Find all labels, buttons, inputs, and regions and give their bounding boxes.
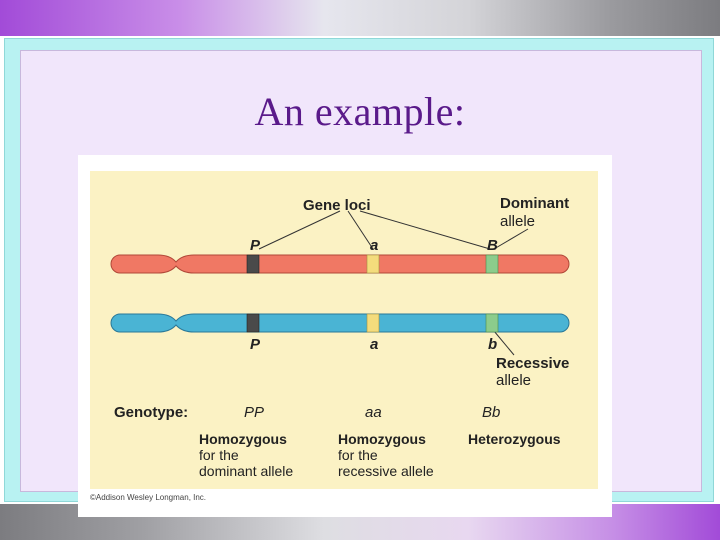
- bottom-allele-P: P: [250, 336, 261, 353]
- slide-title: An example:: [254, 89, 466, 134]
- top-gradient-band: [0, 0, 720, 36]
- chromosome-diagram: Gene loci Dominant allele P a B P a b Re…: [90, 171, 598, 502]
- top-allele-B: B: [487, 237, 498, 254]
- recessive-label-line2: allele: [496, 372, 531, 389]
- bottom-chromosome: [110, 313, 570, 333]
- dominant-label-line2: allele: [500, 213, 535, 230]
- description-PP-line3: dominant allele: [199, 463, 293, 479]
- dominant-label-line1: Dominant: [500, 195, 569, 212]
- top-locus-a: [366, 254, 380, 274]
- top-allele-P: P: [250, 237, 261, 254]
- top-locus-P: [246, 254, 260, 274]
- genotype-Bb: Bb: [482, 404, 500, 421]
- top-chromosome: [110, 254, 570, 274]
- top-allele-a: a: [370, 237, 378, 254]
- pointer-line-a: [347, 210, 374, 250]
- gene-loci-label: Gene loci: [303, 197, 371, 214]
- genetics-figure: Gene loci Dominant allele P a B P a b Re…: [78, 155, 612, 517]
- recessive-label-line1: Recessive: [496, 355, 569, 372]
- description-Bb-line1: Heterozygous: [468, 431, 561, 447]
- description-PP-line2: for the: [199, 447, 239, 463]
- bottom-locus-P: [246, 313, 260, 333]
- bottom-allele-b: b: [488, 336, 497, 353]
- genotype-label: Genotype:: [114, 404, 188, 421]
- genotype-PP: PP: [244, 404, 264, 421]
- description-PP-line1: Homozygous: [199, 431, 287, 447]
- gene-loci-pointer-lines: [258, 210, 529, 356]
- pointer-line-B: [359, 210, 491, 250]
- pointer-line-dominant: [493, 228, 529, 250]
- bottom-locus-b: [485, 313, 499, 333]
- bottom-locus-a: [366, 313, 380, 333]
- top-chromosome-body: [110, 254, 570, 274]
- description-aa-line1: Homozygous: [338, 431, 426, 447]
- top-locus-B: [485, 254, 499, 274]
- description-aa-line2: for the: [338, 447, 378, 463]
- bottom-chromosome-body: [110, 313, 570, 333]
- pointer-line-P: [258, 210, 341, 250]
- copyright-text: ©Addison Wesley Longman, Inc.: [90, 493, 206, 502]
- description-aa-line3: recessive allele: [338, 463, 434, 479]
- bottom-allele-a: a: [370, 336, 378, 353]
- genotype-aa: aa: [365, 404, 382, 421]
- pointer-line-recessive: [493, 330, 515, 356]
